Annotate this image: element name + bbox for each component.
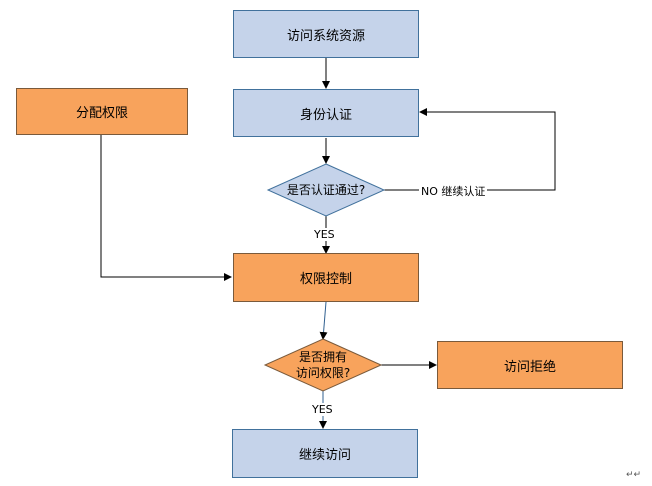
node-permission-control: 权限控制 <box>233 253 419 302</box>
node-access-system-resource: 访问系统资源 <box>233 10 419 58</box>
edge-label-yes-permission: YES <box>312 403 333 416</box>
node-identity-auth: 身份认证 <box>233 89 419 137</box>
has-permission-label: 是否拥有 访问权限? <box>267 349 379 381</box>
auth-check-label: 是否认证通过? <box>286 183 366 197</box>
node-continue-access: 继续访问 <box>232 429 418 478</box>
has-permission-line-1: 是否拥有 <box>298 350 347 364</box>
paragraph-mark: ↵↵ <box>626 470 642 480</box>
node-assign-permission: 分配权限 <box>16 88 188 135</box>
node-perm-control-label: 权限控制 <box>299 272 352 287</box>
node-deny-label: 访问拒绝 <box>503 359 556 375</box>
node-continue-label: 继续访问 <box>298 448 351 463</box>
node-identity-label: 身份认证 <box>299 107 352 123</box>
auth-check-diamond <box>266 163 386 217</box>
edge-label-no-retry: NO 继续认证 <box>419 183 488 199</box>
node-assign-label: 分配权限 <box>75 106 128 121</box>
edge-perm-control-to-has-perm <box>319 301 328 340</box>
has-permission-diamond <box>263 338 383 392</box>
has-permission-line-2: 访问权限? <box>295 366 351 380</box>
node-access-label: 访问系统资源 <box>286 28 365 44</box>
edge-label-yes-auth: YES <box>314 228 335 241</box>
node-access-denied: 访问拒绝 <box>437 341 623 389</box>
edge-assign-to-perm-control <box>100 135 232 281</box>
